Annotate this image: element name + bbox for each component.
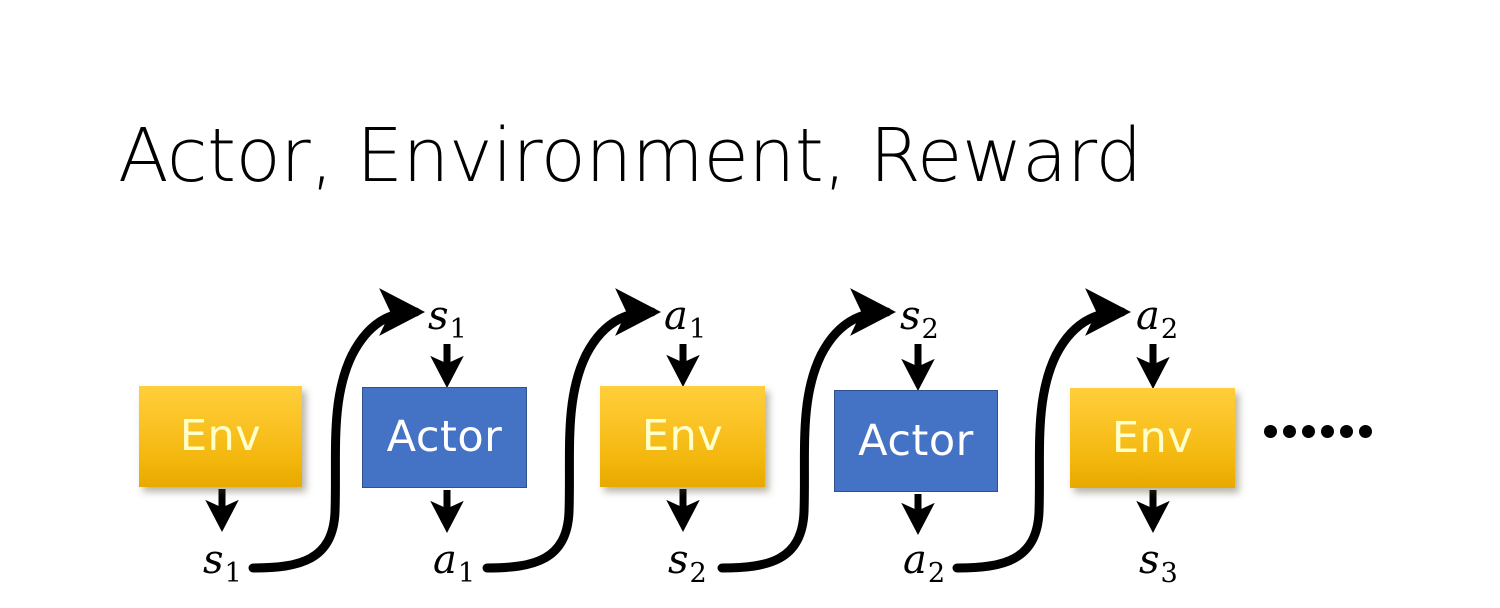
label-base: s [203,537,224,583]
arrow-label-to-node-group [430,344,1170,392]
node-label: Actor [858,415,974,466]
label-bottom-a2: a2 [903,540,945,587]
ellipsis-dot [1359,425,1372,438]
label-subscript: 2 [1160,313,1179,345]
label-base: a [664,293,688,339]
label-subscript: 1 [688,313,707,345]
node-label: Env [1111,412,1194,463]
label-top-s1: s1 [428,296,467,343]
node-label: Actor [386,412,503,462]
label-base: s [900,293,921,339]
label-base: s [668,537,689,583]
label-top-s2: s2 [900,296,939,343]
label-bottom-s1: s1 [203,540,242,587]
node-actor-1[interactable]: Actor [362,387,527,488]
page-title: Actor, Environment, Reward [118,113,1142,199]
label-base: s [428,293,449,339]
ellipsis-dot [1302,425,1315,438]
label-subscript: 1 [457,557,476,589]
label-base: a [433,537,457,583]
continuation-ellipsis [1264,425,1372,438]
node-env-3[interactable]: Env [1070,388,1235,488]
label-subscript: 1 [449,313,467,345]
label-base: a [1136,293,1160,339]
node-label: Env [179,411,262,461]
label-subscript: 2 [921,313,939,345]
ellipsis-dot [1283,425,1296,438]
label-subscript: 2 [689,557,707,589]
node-actor-2[interactable]: Actor [834,390,998,492]
label-subscript: 1 [224,557,242,589]
label-subscript: 3 [1160,557,1178,589]
label-bottom-a1: a1 [433,540,475,587]
ellipsis-dot [1321,425,1334,438]
label-base: s [1139,537,1160,583]
label-bottom-s2: s2 [668,540,707,587]
ellipsis-dot [1340,425,1353,438]
node-label: Env [641,411,724,461]
label-base: a [903,537,927,583]
label-bottom-s3: s3 [1139,540,1178,587]
node-env-2[interactable]: Env [600,386,765,487]
label-subscript: 2 [927,557,946,589]
label-top-a2: a2 [1136,296,1178,343]
arrow-node-to-label-group [205,489,1170,536]
node-env-1[interactable]: Env [139,386,302,487]
label-top-a1: a1 [664,296,706,343]
ellipsis-dot [1264,425,1277,438]
